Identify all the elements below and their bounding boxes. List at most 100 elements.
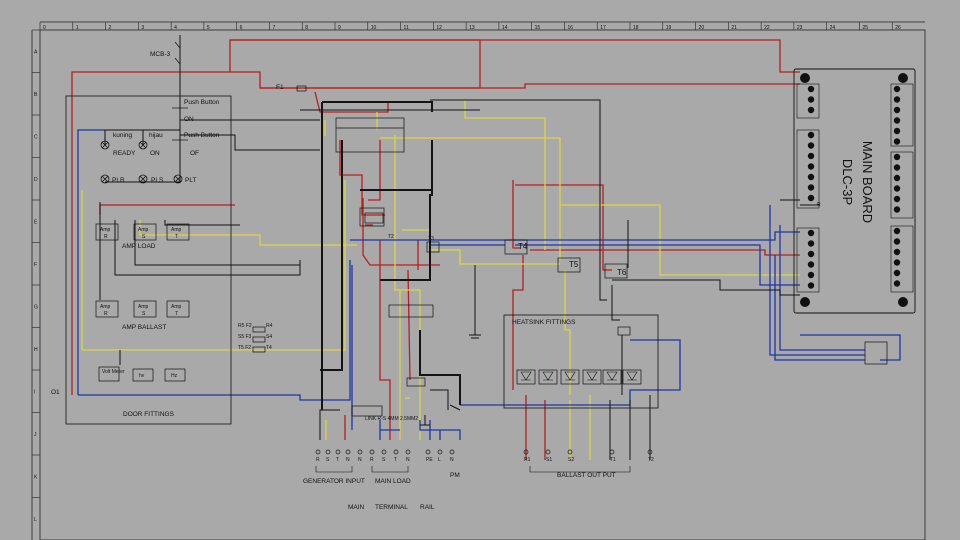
ballast-bracket xyxy=(529,466,631,473)
terminal-point xyxy=(545,449,551,455)
amp-ballast-r: Amp xyxy=(100,304,111,310)
amp-ballast-t: Amp xyxy=(171,304,182,310)
main-load-bracket xyxy=(371,466,409,473)
heatsink-label: HEATSINK FITTINGS xyxy=(512,319,576,326)
terminal-label: R xyxy=(316,457,320,463)
board-terminal xyxy=(893,269,901,277)
board-terminal xyxy=(807,131,815,139)
terminal-label: S xyxy=(326,457,330,463)
t5f2-label: T5 F2 xyxy=(238,345,251,351)
r-mark-label: R xyxy=(817,202,821,208)
board-terminal xyxy=(893,127,901,135)
board-terminal xyxy=(893,185,901,192)
column-label: 18 xyxy=(633,25,639,31)
terminal-point xyxy=(357,449,363,455)
terminal-label: N xyxy=(358,457,362,463)
door-fittings-label: DOOR FITTINGS xyxy=(123,411,175,418)
o1-label: O1 xyxy=(51,389,60,396)
terminal-label: TERMINAL xyxy=(375,504,408,511)
plt-label: PLT xyxy=(185,177,196,184)
column-label: 25 xyxy=(862,25,868,31)
column-label: 14 xyxy=(502,25,508,31)
on-lamp-label: ON xyxy=(150,150,160,157)
terminal-label: S2 xyxy=(568,457,574,463)
pm-label: PM xyxy=(450,472,460,479)
column-label: 10 xyxy=(371,25,377,31)
push-button-off-label: Push Button xyxy=(184,132,220,139)
board-terminal xyxy=(807,173,815,181)
hz-label: Hz xyxy=(171,373,178,379)
column-label: 23 xyxy=(797,25,803,31)
column-label: 7 xyxy=(272,25,275,31)
row-label: G xyxy=(34,304,38,310)
board-terminal xyxy=(807,85,815,93)
board-terminal xyxy=(807,96,815,103)
t4-label: T4 xyxy=(518,242,528,251)
terminal-point xyxy=(369,449,375,455)
column-label: 5 xyxy=(207,25,210,31)
s4-label: S4 xyxy=(266,334,272,340)
board-terminal xyxy=(807,271,815,279)
r5f2-label: R5 F2 xyxy=(238,323,252,329)
main-board-title: MAIN BOARD xyxy=(860,141,875,223)
t2-label: T2 xyxy=(388,234,394,240)
board-terminal xyxy=(807,194,815,202)
column-label: 22 xyxy=(764,25,770,31)
terminal-label: S1 xyxy=(546,457,552,463)
board-terminal xyxy=(807,282,815,289)
rail-label: RAIL xyxy=(420,504,435,511)
amp-load-r: Amp xyxy=(100,227,111,233)
push-button-on-label: Push Button xyxy=(184,99,220,106)
column-label: 16 xyxy=(567,25,573,31)
board-terminal xyxy=(893,238,901,245)
column-label: 4 xyxy=(174,25,177,31)
column-label: 17 xyxy=(600,25,606,31)
terminal-point xyxy=(425,449,431,455)
column-label: 8 xyxy=(305,25,308,31)
row-label: A xyxy=(34,49,38,55)
thyristor-block xyxy=(602,369,622,385)
board-terminal xyxy=(893,206,901,213)
column-label: 12 xyxy=(436,25,442,31)
row-label: K xyxy=(34,474,38,480)
amp-ballast-s: Amp xyxy=(138,304,149,310)
bottom-terminals xyxy=(315,449,653,473)
amp-load-r-phase: R xyxy=(104,234,108,240)
terminal-point xyxy=(567,449,573,455)
on-label: ON xyxy=(184,116,194,123)
row-label: L xyxy=(34,517,37,523)
yellow-wires xyxy=(81,100,800,460)
row-label: H xyxy=(34,347,38,353)
column-label: 1 xyxy=(76,25,79,31)
amp-load-s: Amp xyxy=(138,227,149,233)
terminal-point xyxy=(647,449,653,455)
main-load-label: MAIN LOAD xyxy=(375,478,411,485)
thyristor-block xyxy=(516,369,536,385)
terminal-point xyxy=(393,449,399,455)
board-terminal xyxy=(893,164,901,171)
board-terminal xyxy=(893,85,901,93)
column-label: 26 xyxy=(895,25,901,31)
board-terminal xyxy=(807,184,815,191)
plr-label: PLR xyxy=(112,177,125,184)
indicator-lamps xyxy=(100,140,183,184)
generator-input-label: GENERATOR INPUT xyxy=(303,478,365,485)
column-label: 0 xyxy=(43,25,46,31)
column-label: 11 xyxy=(404,25,409,31)
f1-label: F1 xyxy=(276,84,284,91)
link-label: LINK R-S 4MM 2.5MM2 xyxy=(365,416,418,422)
mcb-label: MCB-3 xyxy=(150,51,171,58)
board-terminal xyxy=(807,240,815,247)
thyristor-symbol xyxy=(520,371,532,381)
terminal-point xyxy=(335,449,341,455)
row-label: E xyxy=(34,219,38,225)
column-label: 19 xyxy=(666,25,672,31)
row-label: B xyxy=(34,92,38,98)
terminal-label: T xyxy=(336,457,339,463)
board-terminal xyxy=(893,153,901,161)
row-label: C xyxy=(34,134,38,140)
amp-load-s-phase: S xyxy=(142,234,146,240)
terminal-label: T2 xyxy=(648,457,654,463)
board-terminal xyxy=(807,106,815,114)
